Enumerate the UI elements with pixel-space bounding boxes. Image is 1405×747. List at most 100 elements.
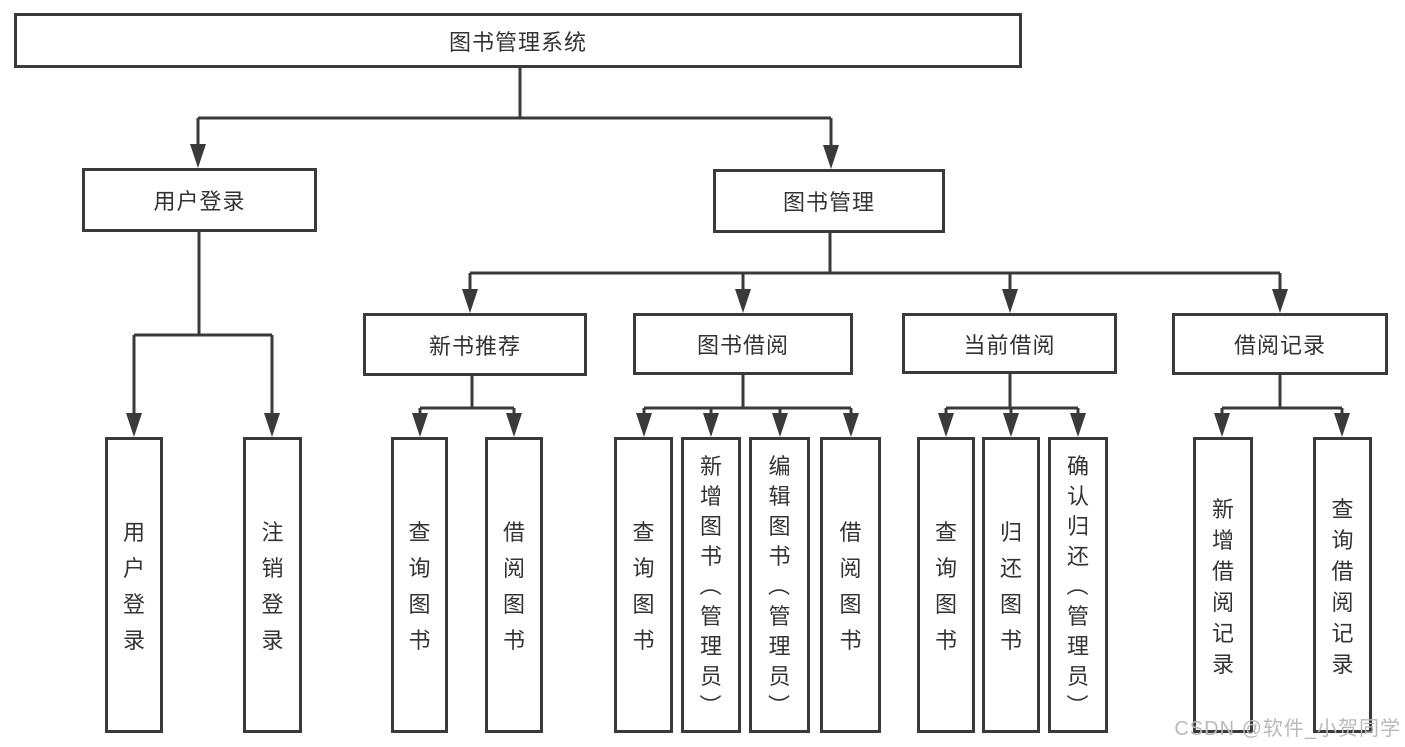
vertical-char: 书: [768, 544, 791, 569]
vertical-char: 询: [408, 556, 431, 581]
node-current-borrowing: 当前借阅: [902, 313, 1117, 374]
leaf-edit-books-admin: 编辑图书 （ 管理员 ）: [749, 437, 810, 733]
leaf-user-login: 用户登录: [105, 437, 163, 733]
vertical-char: 增: [699, 484, 722, 509]
vertical-char: 编: [768, 454, 791, 479]
vertical-char: 图: [502, 592, 525, 617]
leaf-edit-books-admin-label: 编辑图书 （ 管理员 ）: [752, 440, 807, 730]
vertical-char: 阅: [1211, 589, 1234, 615]
leaf-logout: 注销登录: [243, 437, 302, 733]
vertical-char: 确: [1066, 454, 1089, 479]
node-user-login: 用户登录: [82, 168, 317, 232]
vertical-char: 借: [502, 520, 525, 545]
leaf-add-borrow-record: 新增借阅记录: [1193, 437, 1253, 733]
vertical-char: 图: [839, 592, 862, 617]
vertical-char: 借: [1331, 558, 1354, 584]
vertical-char: ）: [765, 693, 791, 716]
vertical-char: 员: [1066, 664, 1089, 689]
leaf-borrow-books-2: 借阅图书: [820, 437, 881, 733]
vertical-char: 录: [1331, 651, 1354, 677]
node-new-book-recommend-label: 新书推荐: [428, 333, 521, 359]
node-book-management-label: 图书管理: [782, 190, 875, 215]
vertical-char: 辑: [768, 484, 791, 509]
vertical-char: 管: [768, 604, 791, 629]
leaf-borrow-books-1-label: 借阅图书: [488, 440, 540, 730]
leaf-query-books-2-label: 查询图书: [617, 440, 670, 730]
vertical-char: 用: [122, 520, 145, 545]
leaf-query-books-1-label: 查询图书: [394, 440, 445, 730]
leaf-query-books-1: 查询图书: [391, 437, 448, 733]
leaf-query-books-2: 查询图书: [614, 437, 673, 733]
vertical-char: 录: [1211, 651, 1234, 677]
leaf-user-login-label: 用户登录: [108, 440, 160, 730]
leaf-confirm-return-admin-label: 确认归还（管理员）: [1051, 440, 1105, 730]
vertical-char: 注: [261, 520, 284, 545]
vertical-char: ）: [697, 693, 722, 716]
vertical-char: 理: [699, 634, 722, 659]
leaf-logout-label: 注销登录: [246, 440, 299, 730]
vertical-char: 还: [999, 556, 1022, 581]
vertical-char: 图: [768, 514, 791, 539]
vertical-char: 查: [934, 520, 957, 545]
node-library-system: 图书管理系统: [14, 13, 1022, 68]
vertical-char: 书: [699, 544, 722, 569]
leaf-add-books-admin: 新增图书（管理员）: [681, 437, 741, 733]
vertical-char: 还: [1066, 544, 1089, 569]
leaf-query-borrow-record-label: 查询借阅记录: [1316, 440, 1369, 730]
vertical-char: （: [1064, 573, 1089, 596]
vertical-char: 图: [699, 514, 722, 539]
vertical-char: 管: [1066, 604, 1089, 629]
leaf-return-books: 归还图书: [982, 437, 1040, 733]
vertical-char: 理: [768, 634, 791, 659]
vertical-char: 图: [934, 592, 957, 617]
vertical-char: 新: [1211, 496, 1234, 522]
vertical-char: 书: [999, 628, 1022, 653]
vertical-char: ）: [1064, 693, 1089, 716]
vertical-char: （: [765, 573, 791, 596]
vertical-char: 书: [502, 628, 525, 653]
vertical-char: 书: [839, 628, 862, 653]
node-library-system-label: 图书管理系统: [448, 29, 587, 55]
vertical-char: 图: [632, 592, 655, 617]
node-user-login-label: 用户登录: [153, 189, 246, 214]
watermark: CSDN @软件_小贺同学: [1174, 718, 1401, 740]
vertical-char: 归: [1066, 514, 1089, 539]
vertical-char: 登: [261, 592, 284, 617]
vertical-char: 管: [699, 604, 722, 629]
vertical-char: 图: [408, 592, 431, 617]
vertical-char: （: [697, 573, 722, 596]
vertical-char: 员: [699, 664, 722, 689]
leaf-borrow-books-1: 借阅图书: [485, 437, 543, 733]
vertical-char: 阅: [1331, 589, 1354, 615]
vertical-char: 录: [122, 628, 145, 653]
leaf-confirm-return-admin: 确认归还（管理员）: [1048, 437, 1108, 733]
vertical-char: 登: [122, 592, 145, 617]
leaf-query-books-3: 查询图书: [917, 437, 975, 733]
vertical-char: 书: [408, 628, 431, 653]
vertical-char: 阅: [839, 556, 862, 581]
vertical-char: 查: [632, 520, 655, 545]
node-borrowing-records: 借阅记录: [1172, 313, 1388, 375]
leaf-query-borrow-record: 查询借阅记录: [1313, 437, 1372, 733]
vertical-char: 查: [1331, 496, 1354, 522]
vertical-char: 借: [839, 520, 862, 545]
vertical-char: 员: [768, 664, 791, 689]
vertical-char: 录: [261, 628, 284, 653]
vertical-char: 查: [408, 520, 431, 545]
vertical-char: 记: [1331, 620, 1354, 646]
leaf-query-books-3-label: 查询图书: [920, 440, 972, 730]
node-current-borrowing-label: 当前借阅: [963, 332, 1056, 358]
node-book-borrowing-label: 图书借阅: [696, 333, 789, 358]
vertical-char: 户: [122, 556, 145, 581]
vertical-char: 记: [1211, 620, 1234, 646]
vertical-char: 增: [1211, 527, 1234, 553]
vertical-char: 归: [999, 520, 1022, 545]
vertical-char: 图: [999, 592, 1022, 617]
node-book-management: 图书管理: [713, 169, 945, 233]
vertical-char: 书: [934, 628, 957, 653]
vertical-char: 借: [1211, 558, 1234, 584]
vertical-char: 销: [261, 556, 284, 581]
vertical-char: 询: [1331, 527, 1354, 553]
